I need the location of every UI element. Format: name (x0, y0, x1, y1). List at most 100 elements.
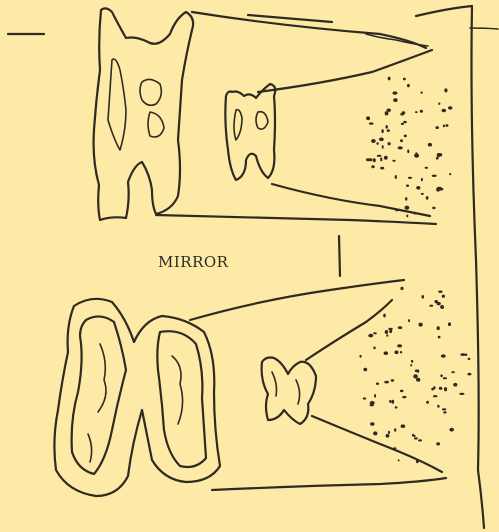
speckle-dot (406, 185, 409, 187)
speckle-dot (413, 435, 415, 437)
speckle-dot (376, 383, 379, 385)
speckle-dot (370, 404, 374, 406)
speckle-dot (359, 355, 361, 358)
speckle-dot (426, 196, 429, 200)
speckle-dot (413, 212, 417, 215)
speckle-dot (384, 156, 388, 160)
speckle-dot (405, 197, 407, 201)
top-large-figure (94, 8, 194, 220)
speckle-dot (403, 78, 406, 81)
speckle-dot (433, 395, 438, 397)
speckle-dot (438, 291, 442, 293)
speckle-dot (432, 175, 437, 177)
speckle-dot (387, 109, 391, 112)
speckle-dot (421, 91, 423, 93)
speckle-dot (388, 142, 391, 145)
speckle-dot (414, 437, 418, 439)
speckle-dot (468, 358, 471, 360)
speckle-dot (393, 447, 396, 450)
speckle-dot (421, 178, 423, 181)
speckle-dot (404, 135, 407, 138)
speckle-dot (398, 326, 403, 329)
speckle-dot (376, 142, 378, 145)
speckle-dot (467, 373, 471, 376)
speckle-dot (440, 374, 442, 377)
speckle-dot (384, 351, 389, 355)
speckle-dot (440, 305, 444, 309)
speckle-dot (392, 160, 395, 162)
bottom-small-figure (262, 358, 316, 425)
speckle-dot (374, 394, 376, 398)
speckle-dot (398, 459, 400, 461)
speckle-dot (397, 344, 402, 347)
speckle-dot (386, 125, 388, 129)
speckle-dot (438, 103, 440, 105)
speckle-dot (391, 400, 394, 404)
speckle-dot (417, 369, 419, 372)
speckle-dot (400, 139, 403, 142)
speckle-dot (368, 334, 373, 338)
speckle-dot (393, 98, 397, 102)
speckle-dot (371, 165, 374, 168)
top-dot-cluster (366, 77, 453, 218)
speckle-dot (445, 124, 448, 127)
speckle-dot (416, 378, 420, 382)
speckle-dot (369, 122, 374, 124)
speckle-dot (366, 158, 371, 161)
speckle-dot (366, 116, 370, 120)
speckle-dot (402, 396, 406, 398)
speckle-dot (421, 193, 424, 195)
speckle-dot (395, 209, 399, 212)
speckle-dot (444, 387, 447, 391)
speckle-dot (392, 91, 397, 94)
speckle-dot (428, 143, 432, 147)
speckle-dot (408, 319, 410, 322)
speckle-dot (432, 207, 435, 210)
speckle-dot (385, 330, 388, 334)
speckle-dot (406, 215, 408, 218)
speckle-dot (400, 351, 402, 354)
speckle-dot (371, 139, 376, 143)
speckle-dot (389, 400, 391, 403)
speckle-dot (363, 368, 367, 372)
speckle-dot (373, 158, 376, 162)
divider-mark (339, 236, 340, 276)
speckle-dot (415, 111, 418, 113)
speckle-dot (391, 379, 395, 382)
speckle-dot (407, 84, 410, 87)
speckle-dot (449, 428, 454, 432)
speckle-dot (377, 155, 382, 157)
speckle-dot (395, 175, 397, 179)
mirror-frame (416, 6, 498, 528)
speckle-dot (436, 126, 439, 129)
speckle-dot (382, 145, 384, 149)
speckle-dot (436, 187, 440, 191)
speckle-dot (400, 113, 404, 115)
speckle-dot (451, 371, 454, 373)
speckle-dot (449, 173, 451, 175)
speckle-dot (442, 408, 446, 410)
speckle-dot (443, 125, 445, 128)
speckle-dot (388, 328, 393, 330)
speckle-dot (380, 167, 384, 170)
speckle-dot (448, 106, 452, 109)
speckle-dot (386, 434, 390, 438)
speckle-dot (418, 439, 422, 441)
speckle-dot (403, 121, 407, 124)
speckle-dot (370, 422, 374, 426)
speckle-dot (425, 167, 428, 169)
speckle-dot (395, 406, 398, 408)
speckle-dot (416, 186, 420, 190)
speckle-dot (394, 428, 396, 431)
speckle-dot (419, 323, 423, 327)
speckle-dot (443, 377, 447, 379)
speckle-dot (416, 460, 419, 464)
speckle-dot (453, 383, 457, 387)
speckle-dot (441, 354, 446, 357)
speckle-dot (394, 351, 398, 355)
speckle-dot (415, 152, 417, 154)
speckle-dot (363, 397, 366, 399)
speckle-dot (388, 431, 390, 434)
